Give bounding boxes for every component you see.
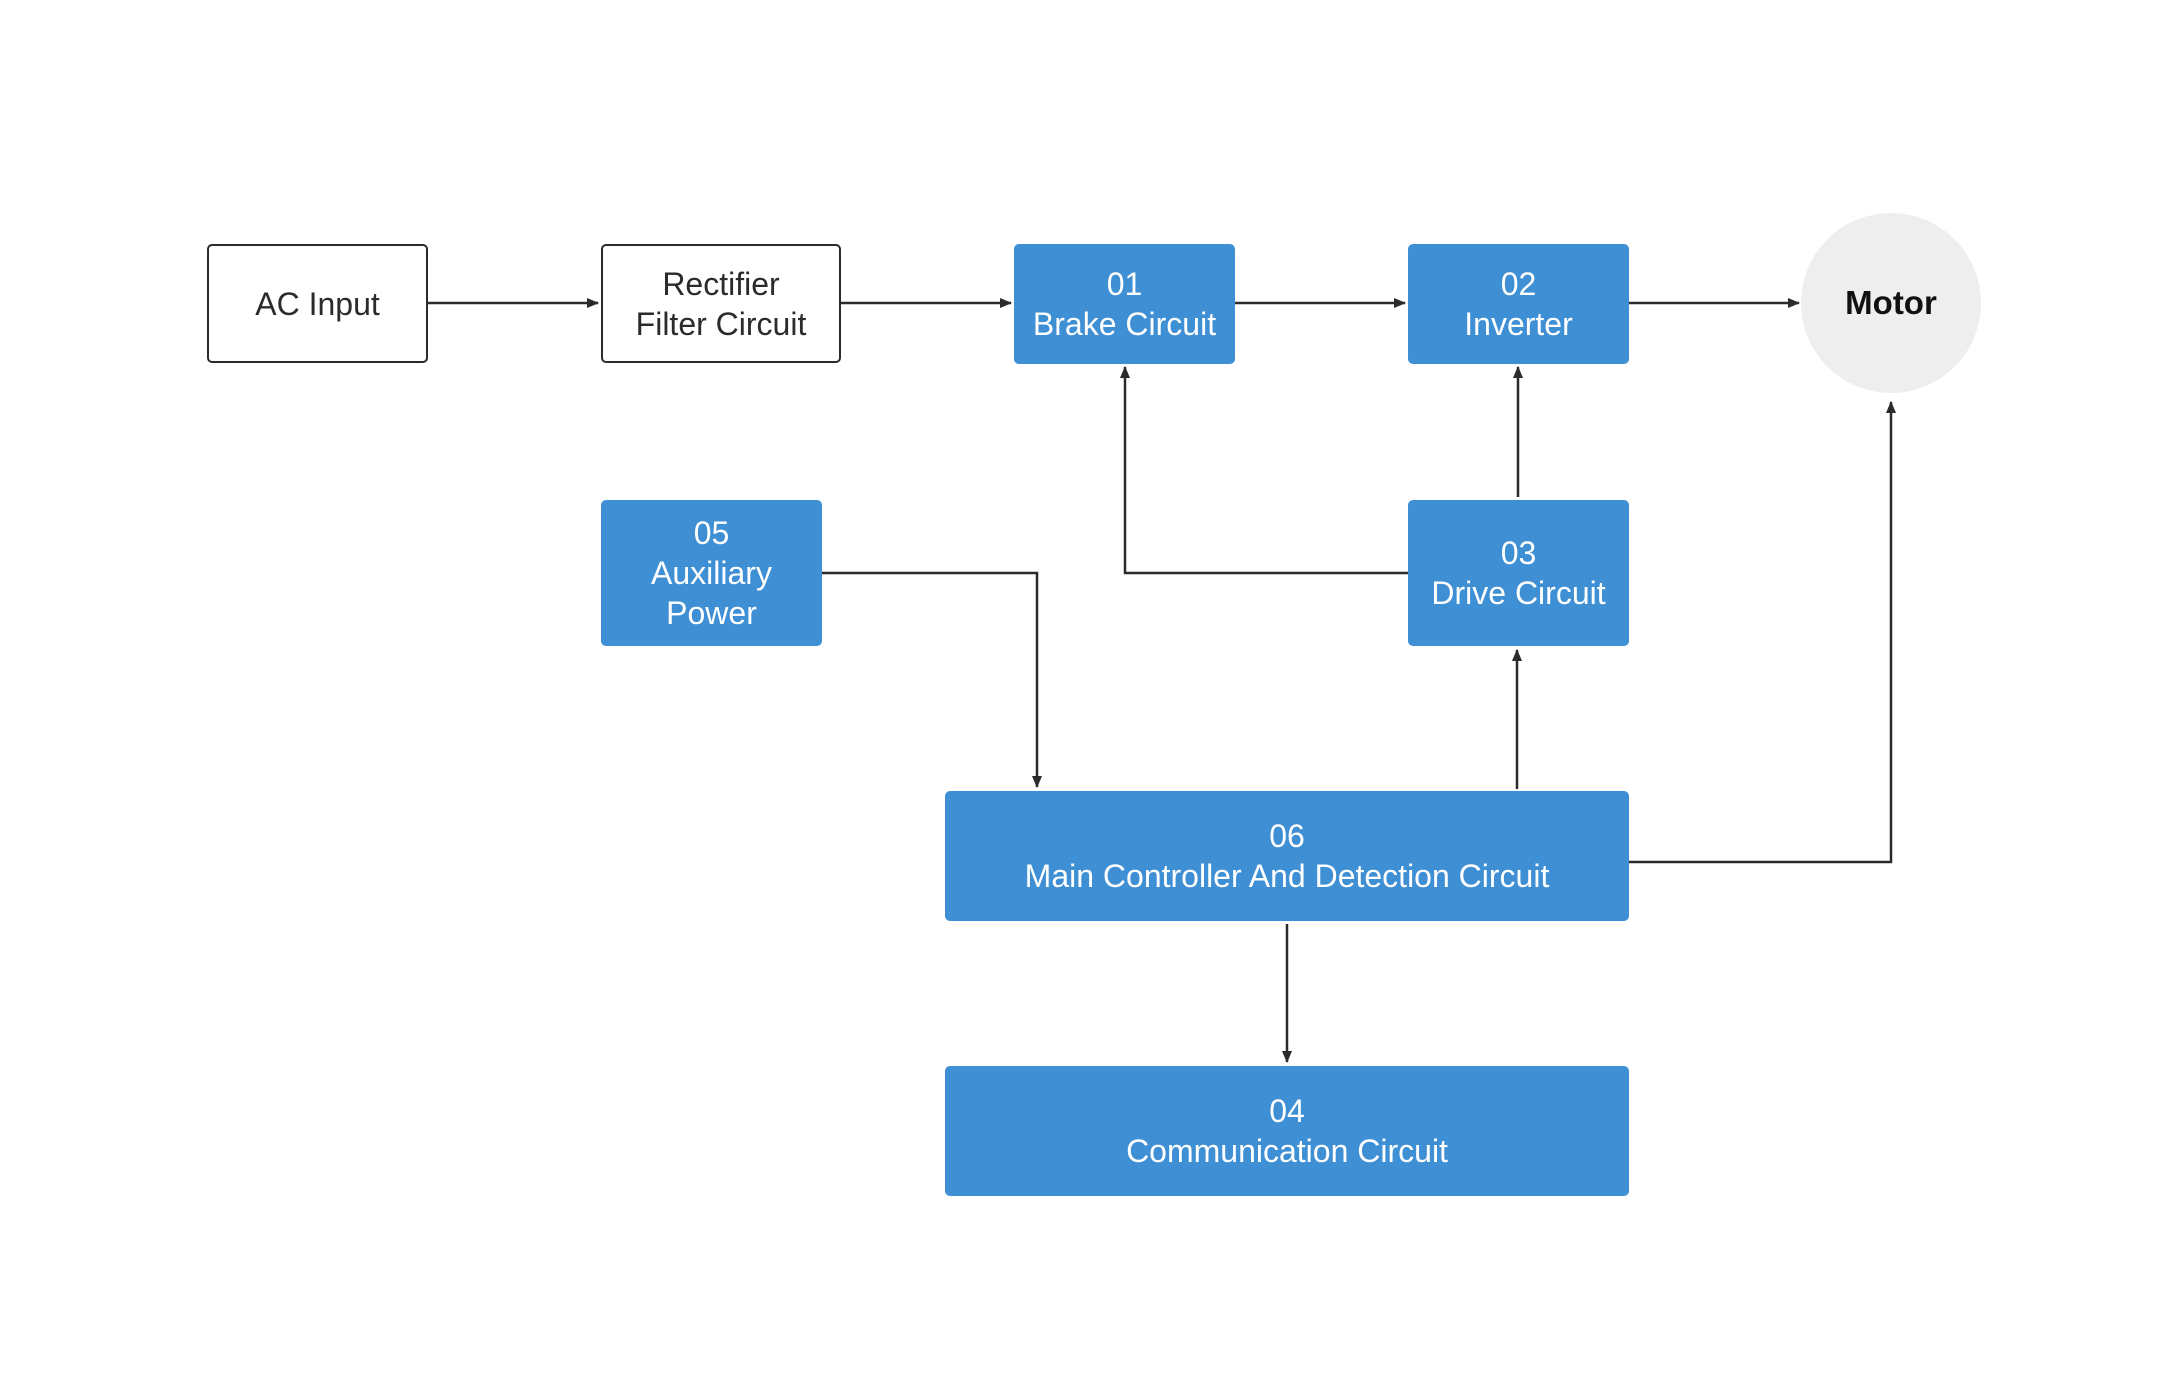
- ac-input-label: AC Input: [255, 285, 380, 322]
- main-controller-block: 06 Main Controller And Detection Circuit: [945, 791, 1629, 921]
- auxiliary-power-number: 05: [693, 515, 730, 551]
- auxiliary-power-block: 05 Auxiliary Power: [601, 500, 822, 646]
- edge-drive-to-brake: [1120, 366, 1409, 575]
- inverter-block: 02 Inverter: [1408, 244, 1629, 364]
- ac-input-block: AC Input: [207, 244, 428, 363]
- drive-circuit-block: 03 Drive Circuit: [1408, 500, 1629, 646]
- motor-label: Motor: [1845, 284, 1937, 321]
- brake-circuit-block: 01 Brake Circuit: [1014, 244, 1235, 364]
- main-controller-number: 06: [1269, 818, 1305, 854]
- inverter-number: 02: [1500, 266, 1537, 302]
- motor-node: Motor: [1801, 213, 1981, 393]
- brake-circuit-label: Brake Circuit: [1032, 306, 1217, 342]
- auxiliary-power-label-line2: Power: [666, 595, 757, 631]
- main-controller-label: Main Controller And Detection Circuit: [1024, 858, 1550, 894]
- edge-main-controller-to-motor: [1629, 401, 1896, 864]
- rectifier-filter-block: Rectifier Filter Circuit: [601, 244, 841, 363]
- brake-circuit-number: 01: [1106, 266, 1143, 302]
- drive-circuit-label: Drive Circuit: [1431, 575, 1606, 611]
- inverter-label: Inverter: [1464, 306, 1573, 342]
- rectifier-label-line1: Rectifier: [662, 265, 780, 302]
- edge-aux-power-to-main-controller: [822, 571, 1042, 788]
- drive-circuit-number: 03: [1500, 535, 1537, 571]
- communication-circuit-label: Communication Circuit: [1126, 1133, 1448, 1169]
- rectifier-label-line2: Filter Circuit: [635, 305, 807, 342]
- communication-circuit-number: 04: [1269, 1093, 1305, 1129]
- communication-circuit-block: 04 Communication Circuit: [945, 1066, 1629, 1196]
- auxiliary-power-label-line1: Auxiliary: [651, 555, 772, 591]
